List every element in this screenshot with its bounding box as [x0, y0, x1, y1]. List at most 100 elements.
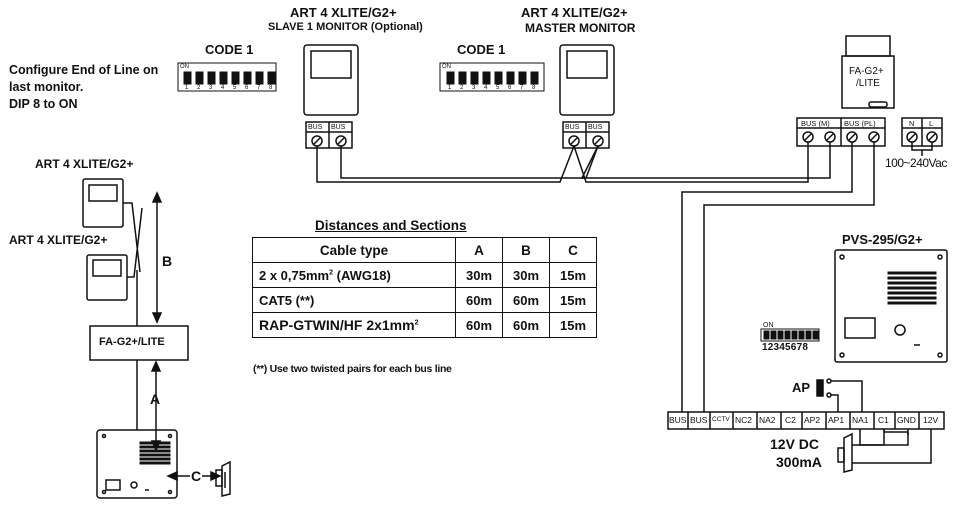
cable-type-cell: 2 x 0,75mm2 (AWG18)	[252, 262, 456, 288]
psu-label-line1: FA-G2+	[849, 66, 884, 77]
eol-note-line3: DIP 8 to ON	[9, 97, 78, 111]
slave-monitor-role: SLAVE 1 MONITOR (Optional)	[268, 21, 423, 33]
table-row: RAP-GTWIN/HF 2x1mm2 60m 60m 15m	[252, 312, 597, 338]
panel-terminal-label: NC2	[735, 415, 753, 425]
slave-dip-num: 4	[221, 85, 225, 91]
ap-button-label: AP	[792, 380, 811, 395]
slave-bus-right: BUS	[331, 124, 346, 131]
distance-c-cell: 15m	[549, 312, 597, 338]
lock-icon-left	[215, 460, 231, 497]
slave-code-label: CODE 1	[205, 42, 254, 57]
dip-switch-slave	[177, 62, 277, 92]
distance-a-cell: 60m	[455, 287, 503, 313]
slave-dip-num: 2	[197, 85, 201, 91]
panel-terminal-label: AP1	[828, 415, 845, 425]
master-dip-num: 5	[496, 85, 500, 91]
distance-c-cell: 15m	[549, 262, 597, 288]
slave-dip-num: 7	[257, 85, 261, 91]
panel-terminal-label: GND	[897, 415, 916, 425]
eol-note-line2: last monitor.	[9, 80, 84, 94]
eol-note-line1: Configure End of Line on	[9, 63, 159, 77]
slave-dip-num: 8	[269, 85, 273, 91]
distance-b-cell: 60m	[502, 312, 550, 338]
table-footnote: (**) Use two twisted pairs for each bus …	[253, 363, 452, 375]
master-monitor-role: MASTER MONITOR	[525, 21, 636, 35]
panel-terminal-label: BUS	[669, 415, 687, 425]
side-panel-grille	[139, 441, 171, 465]
cable-type-cell: CAT5 (**)	[252, 287, 456, 313]
master-dip-num: 4	[484, 85, 488, 91]
distance-c-cell: 15m	[549, 287, 597, 313]
side-psu-label: FA-G2+/LITE	[99, 336, 165, 348]
cable-type-sup: 2	[414, 319, 419, 327]
door-panel-grille	[887, 271, 937, 305]
master-monitor-model: ART 4 XLITE/G2+	[521, 5, 628, 20]
psu-terminal-bus-pl: BUS (PL)	[844, 119, 876, 128]
door-panel-icon	[834, 249, 948, 363]
panel-terminal-label: BUS	[690, 415, 708, 425]
master-bus-left: BUS	[565, 124, 580, 131]
table-header-b: B	[502, 237, 550, 263]
panel-dip-numbers: 12345678	[762, 342, 809, 353]
table-header-cable-type: Cable type	[252, 237, 456, 263]
slave-monitor-icon	[303, 44, 359, 116]
psu-terminal-l: L	[929, 119, 934, 128]
panel-terminal-label: AP2	[804, 415, 821, 425]
master-dip-num: 3	[472, 85, 476, 91]
distance-a-label: A	[150, 391, 161, 407]
slave-bus-left: BUS	[308, 124, 323, 131]
distances-table-title: Distances and Sections	[315, 218, 467, 233]
distance-c-label: C	[190, 468, 203, 484]
master-dip-num: 7	[520, 85, 524, 91]
psu-label-line2: /LITE	[856, 78, 880, 89]
dip-switch-master	[439, 62, 545, 92]
cable-type-suffix: (AWG18)	[333, 267, 391, 283]
psu-voltage: 100~240Vac	[885, 156, 947, 170]
distances-table: Cable type A B C 2 x 0,75mm2 (AWG18) 30m…	[252, 237, 597, 338]
psu-terminal-n: N	[909, 119, 915, 128]
master-code-label: CODE 1	[457, 42, 506, 57]
slave-dip-num: 3	[209, 85, 213, 91]
door-panel-model: PVS-295/G2+	[842, 232, 923, 247]
table-header-c: C	[549, 237, 597, 263]
slave-dip-num: 5	[233, 85, 237, 91]
distance-b-label: B	[162, 253, 173, 269]
slave-dip-num: 1	[185, 85, 189, 91]
panel-terminal-label: C1	[878, 415, 889, 425]
master-dip-num: 6	[508, 85, 512, 91]
master-dip-num: 2	[460, 85, 464, 91]
distance-a-cell: 30m	[455, 262, 503, 288]
lock-supply-voltage: 12V DC	[770, 436, 820, 452]
panel-terminal-label: 12V	[923, 415, 939, 425]
cable-type-text: CAT5 (**)	[259, 292, 315, 308]
side-monitor1-label: ART 4 XLITE/G2+	[35, 157, 134, 171]
slave-dip-num: 6	[245, 85, 249, 91]
distance-b-cell: 30m	[502, 262, 550, 288]
slave-dip-on: ON	[180, 64, 189, 70]
lock-icon-right	[837, 432, 853, 473]
panel-terminal-label: NA1	[852, 415, 869, 425]
panel-terminal-label: CCTV	[712, 416, 730, 423]
master-bus-right: BUS	[588, 124, 603, 131]
panel-terminal-label: NA2	[759, 415, 776, 425]
master-dip-num: 1	[448, 85, 452, 91]
table-row: CAT5 (**) 60m 60m 15m	[252, 287, 597, 313]
cable-type-text: RAP-GTWIN/HF 2x1mm	[259, 317, 415, 333]
table-row: 2 x 0,75mm2 (AWG18) 30m 30m 15m	[252, 262, 597, 288]
panel-terminal-label: C2	[785, 415, 796, 425]
side-monitor2-label: ART 4 XLITE/G2+	[9, 233, 108, 247]
slave-monitor-model: ART 4 XLITE/G2+	[290, 5, 397, 20]
master-dip-num: 8	[532, 85, 536, 91]
cable-type-cell: RAP-GTWIN/HF 2x1mm2	[252, 312, 456, 338]
distance-a-cell: 60m	[455, 312, 503, 338]
cable-type-sup: 2	[329, 269, 334, 277]
panel-dip-on: ON	[763, 322, 774, 329]
master-dip-on: ON	[442, 64, 451, 70]
distance-b-cell: 60m	[502, 287, 550, 313]
table-header-row: Cable type A B C	[252, 237, 597, 263]
cable-type-text: 2 x 0,75mm	[259, 267, 330, 283]
lock-supply-current: 300mA	[776, 454, 822, 470]
psu-terminal-bus-m: BUS (M)	[801, 119, 830, 128]
